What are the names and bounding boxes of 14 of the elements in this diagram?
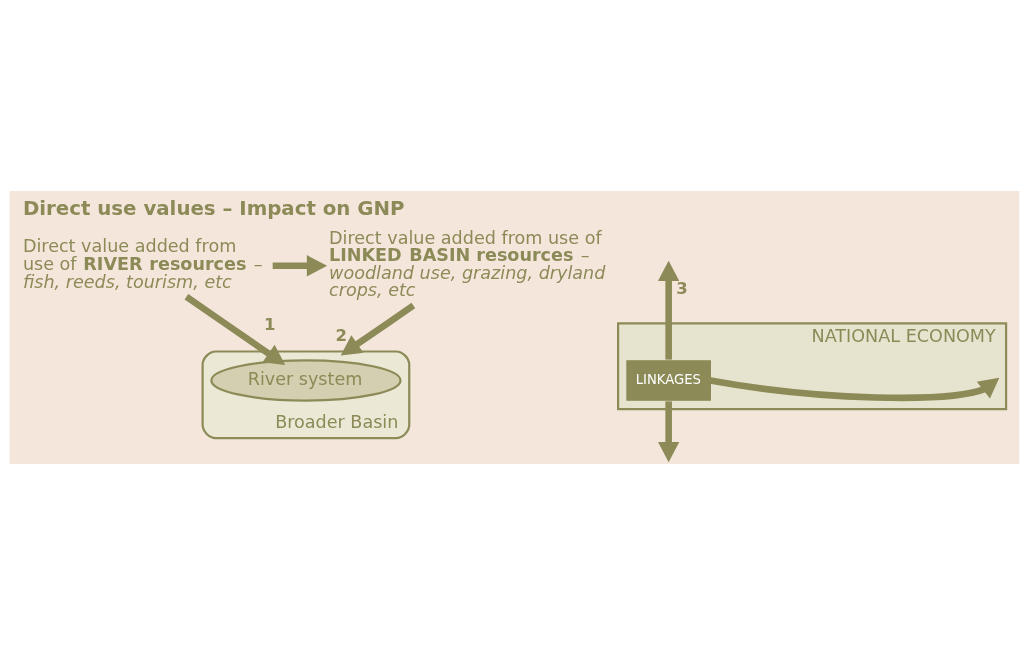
arrow [658,260,680,360]
node-ellipse: River system [210,358,402,402]
arrow [184,293,286,365]
arrow [709,376,1000,401]
arrow [658,400,680,462]
node-box: LINKAGES [626,359,711,401]
node-text: Direct value added from use of LINKED BASIN resources – woodland use, grazing, dryland crops, etc [329,227,606,300]
edge-label: 3 [676,278,688,298]
edge-label: 2 [335,325,347,345]
arrow [340,302,416,355]
node-text: Direct value added from use of RIVER resources – fish, reeds, tourism, etc [22,235,263,292]
arrow [272,254,328,276]
diagram-title: Direct use values – Impact on GNP [22,196,405,220]
edge-label: 1 [264,314,276,334]
